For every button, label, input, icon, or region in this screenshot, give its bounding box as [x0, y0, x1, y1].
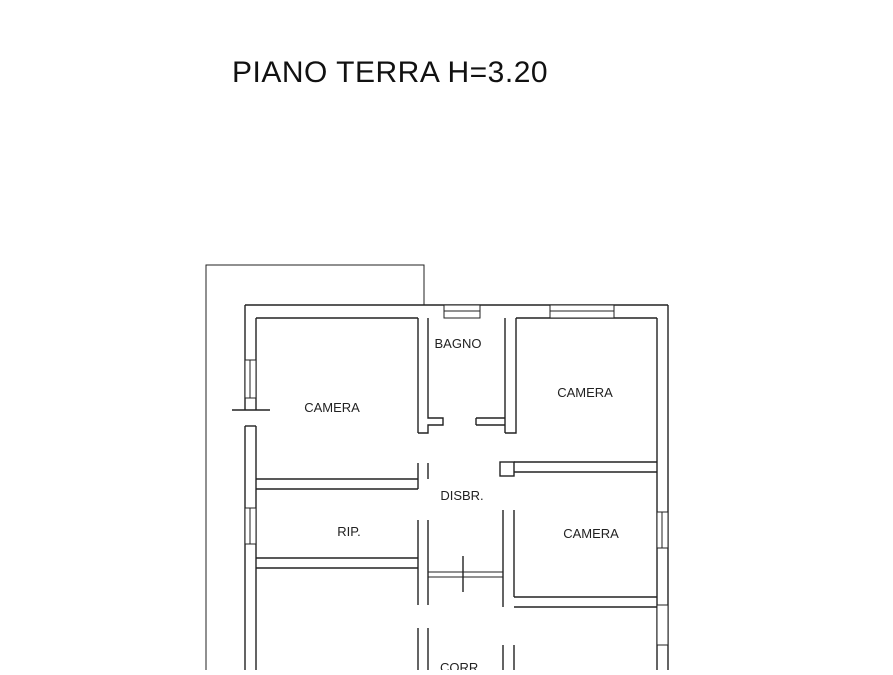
room-label-disbr: DISBR. [440, 488, 483, 503]
room-labels: CAMERA BAGNO CAMERA DISBR. RIP. CAMERA C… [304, 336, 619, 675]
plan-title: PIANO TERRA H=3.20 [232, 56, 549, 89]
interior-walls [256, 318, 657, 670]
outer-boundary [205, 264, 425, 670]
room-label-bagno: BAGNO [435, 336, 482, 351]
entrance-door [232, 409, 270, 427]
room-label-rip: RIP. [337, 524, 361, 539]
room-label-corr: CORR. [440, 660, 482, 670]
window-bottom-right [656, 604, 669, 646]
windows [244, 304, 669, 646]
room-label-camera-top-right: CAMERA [557, 385, 613, 400]
room-label-camera-left: CAMERA [304, 400, 360, 415]
room-label-camera-mid-right: CAMERA [563, 526, 619, 541]
